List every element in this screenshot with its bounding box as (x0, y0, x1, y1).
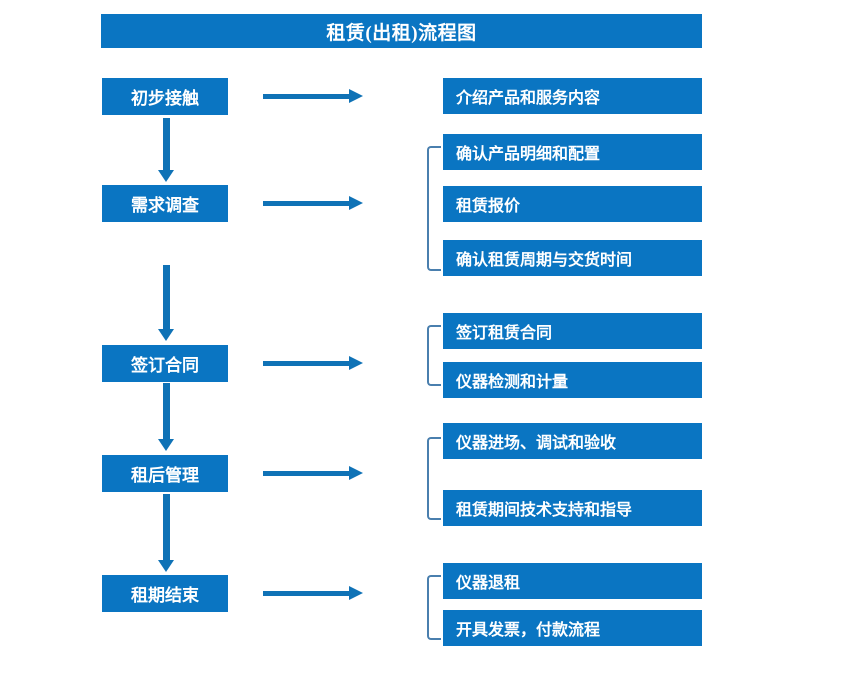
down-arrow-icon (158, 265, 174, 343)
detail-box-introduce-products[interactable]: 介绍产品和服务内容 (443, 78, 702, 114)
page-title: 租赁(出租)流程图 (326, 22, 477, 44)
down-arrow-icon (158, 118, 174, 184)
right-arrow-icon (263, 196, 363, 210)
detail-box-instrument-return[interactable]: 仪器退租 (443, 563, 702, 599)
detail-label: 仪器检测和计量 (456, 374, 569, 391)
group-bracket-icon (427, 146, 441, 271)
group-bracket-icon (427, 437, 441, 520)
stage-label: 初步接触 (131, 89, 199, 108)
detail-box-tech-support[interactable]: 租赁期间技术支持和指导 (443, 490, 702, 526)
detail-label: 介绍产品和服务内容 (456, 90, 601, 107)
detail-box-confirm-period[interactable]: 确认租赁周期与交货时间 (443, 240, 702, 276)
detail-box-sign-lease-contract[interactable]: 签订租赁合同 (443, 313, 702, 349)
stage-label: 租期结束 (131, 586, 199, 605)
down-arrow-icon (158, 494, 174, 574)
stage-label: 签订合同 (131, 356, 199, 375)
detail-label: 租赁报价 (456, 198, 521, 215)
detail-label: 确认租赁周期与交货时间 (456, 252, 633, 269)
detail-box-invoice-payment[interactable]: 开具发票，付款流程 (443, 610, 702, 646)
detail-label: 开具发票，付款流程 (456, 622, 601, 639)
stage-box-post-lease-manage[interactable]: 租后管理 (102, 455, 228, 492)
stage-box-sign-contract[interactable]: 签订合同 (102, 345, 228, 382)
detail-label: 仪器退租 (456, 575, 521, 592)
stage-box-lease-end[interactable]: 租期结束 (102, 575, 228, 612)
right-arrow-icon (263, 466, 363, 480)
detail-box-lease-quote[interactable]: 租赁报价 (443, 186, 702, 222)
stage-label: 租后管理 (131, 466, 199, 485)
group-bracket-icon (427, 325, 441, 386)
detail-label: 确认产品明细和配置 (456, 146, 601, 163)
chart-title-banner: 租赁(出租)流程图 (101, 14, 702, 48)
stage-box-needs-survey[interactable]: 需求调查 (102, 185, 228, 222)
detail-box-instrument-testing[interactable]: 仪器检测和计量 (443, 362, 702, 398)
right-arrow-icon (263, 356, 363, 370)
detail-label: 签订租赁合同 (456, 325, 553, 342)
detail-label: 仪器进场、调试和验收 (456, 435, 617, 452)
stage-box-initial-contact[interactable]: 初步接触 (102, 78, 228, 115)
right-arrow-icon (263, 89, 363, 103)
detail-box-instrument-entry[interactable]: 仪器进场、调试和验收 (443, 423, 702, 459)
detail-label: 租赁期间技术支持和指导 (456, 502, 633, 519)
detail-box-confirm-spec[interactable]: 确认产品明细和配置 (443, 134, 702, 170)
group-bracket-icon (427, 575, 441, 640)
down-arrow-icon (158, 383, 174, 453)
right-arrow-icon (263, 586, 363, 600)
stage-label: 需求调查 (131, 196, 199, 215)
